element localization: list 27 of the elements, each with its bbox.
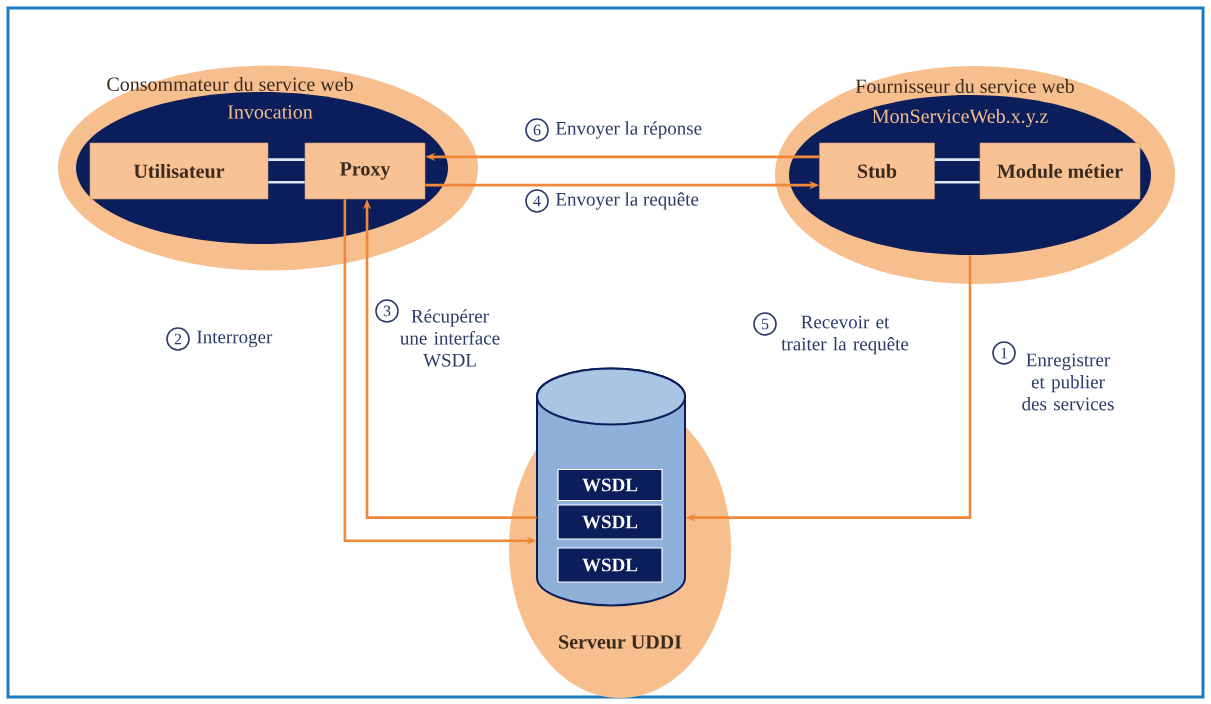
wsdl-record: WSDL [557,504,663,540]
note-text: Recevoir et traiter la requête [781,315,909,355]
wsdl-record: WSDL [557,468,663,502]
edge-label: Interroger [197,330,273,348]
step-number: 2 [166,327,190,351]
node-title: Serveur UDDI [559,635,682,649]
node-title: Fournisseur du service web [855,78,1074,93]
connector-line [934,158,980,161]
connector-line [268,181,305,184]
step-number: 1 [992,341,1016,365]
step-number: 6 [525,118,549,142]
component-box: Module métier [979,142,1141,200]
component-box: Utilisateur [89,142,269,200]
edge-label: Envoyer la requête [555,192,699,210]
node-title: MonServiceWeb.x.y.z [872,108,1048,128]
component-box: Proxy [304,142,426,200]
step-number: 3 [375,299,399,323]
step-number: 4 [525,189,549,213]
connector-line [934,181,980,184]
edge-label: Envoyer la réponse [555,121,702,139]
wsdl-record: WSDL [557,547,663,583]
connector-line [268,158,305,161]
node-title: Invocation [227,105,313,119]
component-box: Stub [819,142,935,200]
edge-label: Enregistrer et publier des services [1022,353,1114,411]
edge-label: Récupérer une interface WSDL [400,309,500,367]
step-number: 5 [753,312,777,336]
